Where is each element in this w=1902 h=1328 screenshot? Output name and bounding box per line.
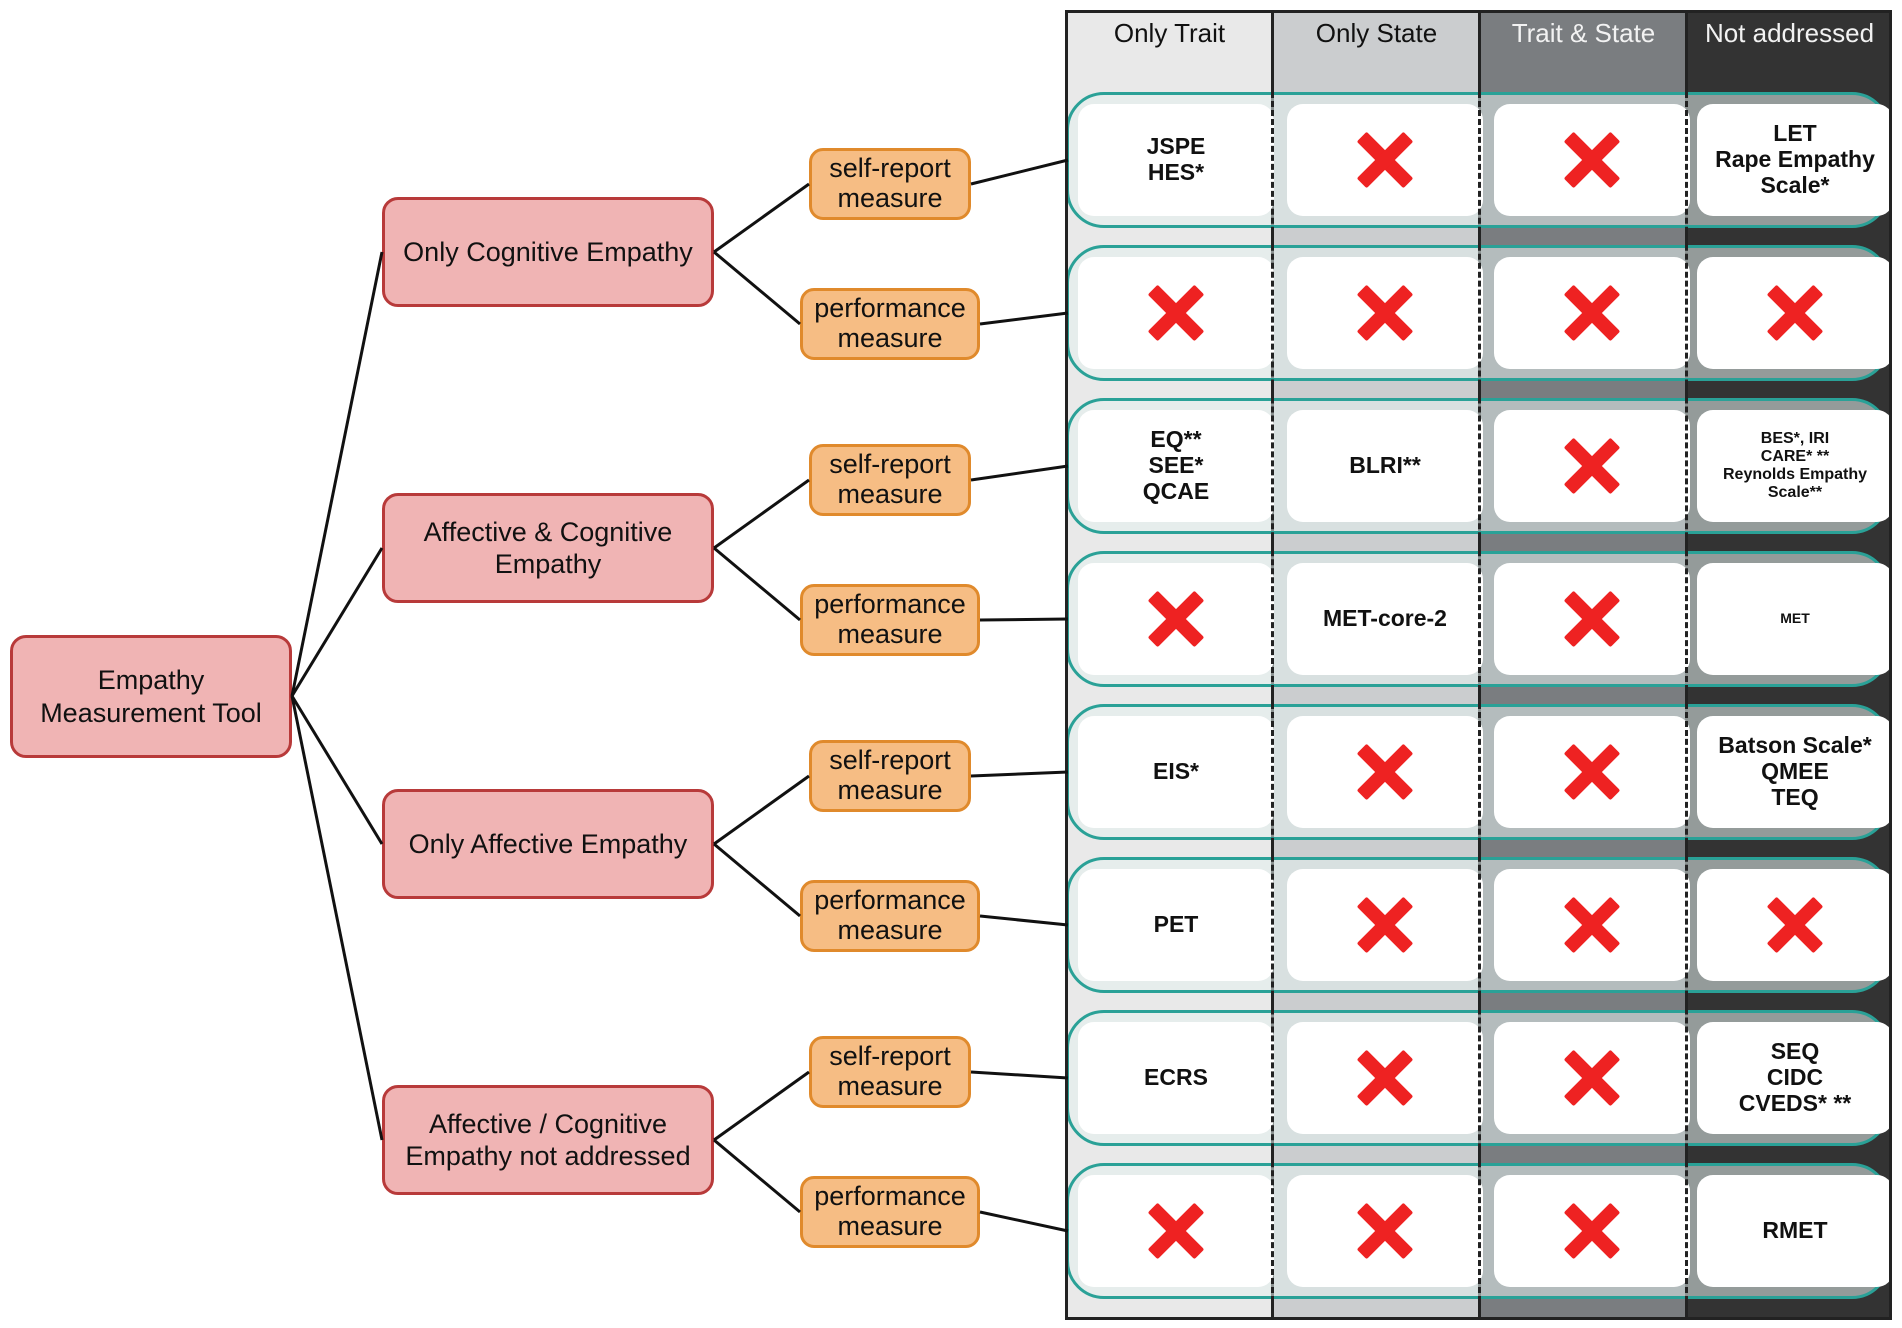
table-cell [1494, 869, 1690, 981]
table-cell [1697, 869, 1893, 981]
category-not-addressed: Affective / Cognitive Empathy not addres… [382, 1085, 714, 1195]
table-cell: BES*, IRI CARE* ** Reynolds Empathy Scal… [1697, 410, 1893, 522]
table-cell: RMET [1697, 1175, 1893, 1287]
measure-names: JSPE HES* [1146, 133, 1206, 185]
self-report-measure-node: self-report measure [809, 1036, 971, 1108]
table-cell [1287, 869, 1483, 981]
connector-line [713, 1138, 801, 1214]
table-cell [1078, 563, 1274, 675]
connector-line [970, 464, 1069, 482]
table-cell: JSPE HES* [1078, 104, 1274, 216]
table-cell: Batson Scale* QMEE TEQ [1697, 716, 1893, 828]
self-report-measure-node: self-report measure [809, 444, 971, 516]
table-cell: LET Rape Empathy Scale* [1697, 104, 1893, 216]
table-cell: MET-core-2 [1287, 563, 1483, 675]
category-only-affective: Only Affective Empathy [382, 789, 714, 899]
measure-names: EIS* [1152, 758, 1200, 785]
connector-line [970, 1070, 1069, 1080]
table-cell [1494, 104, 1690, 216]
table-cell [1494, 1022, 1690, 1134]
connector-line [713, 774, 810, 846]
connector-line [290, 695, 384, 845]
self-report-measure-node: self-report measure [809, 740, 971, 812]
category-only-cognitive: Only Cognitive Empathy [382, 197, 714, 307]
connector-line [713, 478, 810, 550]
connector-line [290, 695, 384, 1141]
table-cell: ECRS [1078, 1022, 1274, 1134]
table-cell: PET [1078, 869, 1274, 981]
connector-line [713, 546, 801, 622]
measure-names: ECRS [1144, 1064, 1208, 1091]
dashed-separator [1478, 92, 1481, 1302]
table-cell [1287, 104, 1483, 216]
measure-names: BLRI** [1349, 452, 1421, 479]
table-cell [1494, 257, 1690, 369]
measure-names: PET [1153, 911, 1199, 938]
category-affective-cognitive: Affective & Cognitive Empathy [382, 493, 714, 603]
table-cell: EQ** SEE* QCAE [1078, 410, 1274, 522]
measure-names: RMET [1762, 1217, 1828, 1244]
measure-names: LET Rape Empathy Scale* [1715, 120, 1875, 198]
measure-names: SEQ CIDC CVEDS* ** [1738, 1038, 1852, 1116]
connector-line [290, 251, 384, 697]
dashed-separator [1271, 92, 1274, 1302]
table-cell [1494, 716, 1690, 828]
table-cell [1287, 716, 1483, 828]
table-cell [1078, 1175, 1274, 1287]
performance-measure-node: performance measure [800, 288, 980, 360]
measure-names: BES*, IRI CARE* ** Reynolds Empathy Scal… [1722, 430, 1868, 501]
performance-measure-node: performance measure [800, 1176, 980, 1248]
measure-names: Batson Scale* QMEE TEQ [1718, 732, 1872, 810]
column-header: Trait & State [1511, 18, 1656, 48]
table-cell: SEQ CIDC CVEDS* ** [1697, 1022, 1893, 1134]
column-header: Only Trait [1113, 18, 1226, 48]
table-cell: EIS* [1078, 716, 1274, 828]
measure-names: MET [1780, 610, 1810, 627]
performance-measure-node: performance measure [800, 880, 980, 952]
table-cell [1494, 1175, 1690, 1287]
table-cell [1078, 257, 1274, 369]
connector-line [979, 914, 1069, 927]
dashed-separator [1685, 92, 1688, 1302]
table-cell [1287, 1175, 1483, 1287]
connector-line [979, 617, 1069, 622]
connector-line [290, 547, 384, 697]
connector-line [979, 311, 1069, 326]
connector-line [713, 250, 801, 326]
connector-line [713, 182, 810, 254]
column-header: Not addressed [1704, 18, 1875, 48]
table-cell [1287, 1022, 1483, 1134]
root-node: Empathy Measurement Tool [10, 635, 292, 758]
connector-line [970, 770, 1069, 778]
table-cell [1494, 410, 1690, 522]
connector-line [713, 842, 801, 918]
connector-line [979, 1210, 1069, 1233]
table-cell [1287, 257, 1483, 369]
self-report-measure-node: self-report measure [809, 148, 971, 220]
connector-line [970, 158, 1069, 186]
column-header: Only State [1315, 18, 1438, 48]
table-cell: BLRI** [1287, 410, 1483, 522]
table-cell: MET [1697, 563, 1893, 675]
connector-line [713, 1070, 810, 1142]
table-cell [1494, 563, 1690, 675]
performance-measure-node: performance measure [800, 584, 980, 656]
table-cell [1697, 257, 1893, 369]
measure-names: MET-core-2 [1323, 605, 1447, 632]
measure-names: EQ** SEE* QCAE [1142, 426, 1210, 504]
